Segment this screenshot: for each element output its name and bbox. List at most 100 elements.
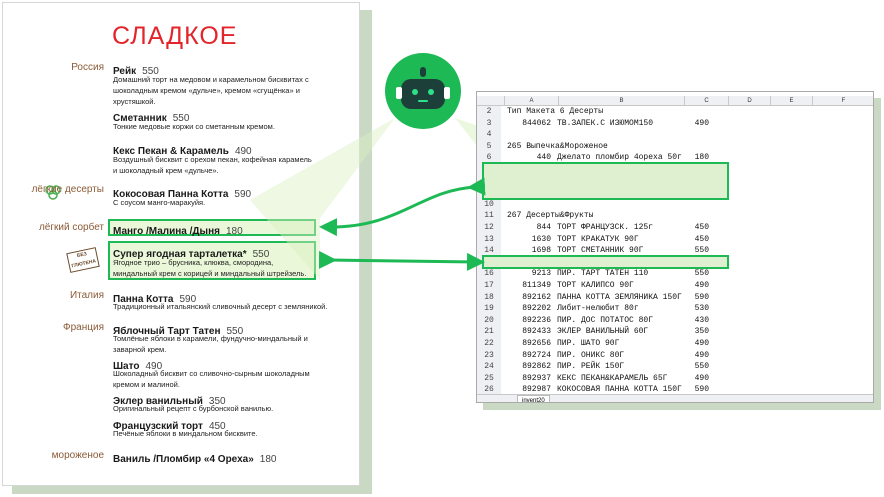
cell-a[interactable]: 9213: [531, 269, 551, 279]
cell-c[interactable]: 490: [694, 350, 709, 360]
cell-b[interactable]: ТОРТ ФРАНЦУЗСК. 125г: [557, 223, 654, 232]
table-row[interactable]: 4: [477, 129, 873, 142]
col-header-d[interactable]: D: [729, 96, 771, 106]
cell-a[interactable]: 440: [536, 153, 551, 163]
cell-c[interactable]: 180: [694, 153, 709, 163]
cell-c[interactable]: 350: [694, 327, 709, 337]
cell-c[interactable]: 490: [694, 373, 709, 383]
cell-b[interactable]: ПИР. ОНИКС 80Г: [557, 350, 625, 360]
cell-b[interactable]: Джелато пломбир 4ореха 50г: [557, 153, 682, 163]
cell-a[interactable]: 892724: [522, 350, 551, 360]
cell-a[interactable]: Тип Макета 6 Десерты: [507, 107, 604, 116]
cell-b[interactable]: КОКОСОВАЯ ПАННА КОТТА 150Г: [557, 385, 682, 395]
cell-a[interactable]: 267 Десерты&Фрукты: [507, 211, 594, 221]
cell-a[interactable]: 1698: [531, 246, 551, 256]
cell-c[interactable]: 590: [694, 292, 709, 302]
cell-a[interactable]: 892202: [522, 304, 551, 314]
cell-a[interactable]: 844062: [522, 118, 551, 128]
cell-c[interactable]: 550: [694, 269, 709, 279]
cell-a[interactable]: 892987: [522, 385, 551, 395]
cell-a[interactable]: 892433: [522, 327, 551, 337]
table-row[interactable]: 21 892433 ЭКЛЕР ВАНИЛЬНЫЙ 60Г 350: [477, 326, 873, 339]
cell-b[interactable]: ТОРТ КРАКАТУК 90Г: [557, 234, 639, 244]
cell-c[interactable]: 490: [694, 281, 709, 290]
row-number: 4: [477, 129, 501, 142]
cell-c[interactable]: 490: [694, 118, 709, 128]
sheet-tab[interactable]: invent20: [517, 395, 550, 402]
cell-a[interactable]: 1630: [531, 234, 551, 244]
cell-a[interactable]: 892162: [522, 292, 551, 302]
dish-vanilla: Ваниль /Пломбир «4 Ореха»180: [113, 454, 277, 465]
dish-panna-cotta-desc: Традиционный итальянский сливочный десер…: [113, 302, 328, 311]
cell-a[interactable]: 844: [536, 223, 551, 232]
cell-c[interactable]: 430: [694, 315, 709, 325]
row-number: 5: [477, 140, 501, 153]
col-header-b[interactable]: B: [559, 96, 685, 106]
corner-cell: [477, 96, 505, 106]
cell-b[interactable]: ПИР. ДОС ПОТАТОС 80Г: [557, 315, 654, 325]
cell-a[interactable]: 892937: [522, 373, 551, 383]
col-header-f[interactable]: F: [813, 96, 873, 106]
cell-b[interactable]: КЕКС ПЕКАН&КАРАМЕЛЬ 65Г: [557, 373, 668, 383]
col-header-c[interactable]: C: [685, 96, 729, 106]
dish-coconut-panna-desc: С соусом манго-маракуйя.: [113, 198, 206, 207]
dish-tarte-tatin-desc: Томлёные яблоки в карамели, фундучно-мин…: [113, 334, 308, 354]
robot-icon: [385, 53, 461, 129]
row-number: 18: [477, 291, 501, 304]
cell-a[interactable]: 892862: [522, 362, 551, 372]
category-france: Франция: [63, 322, 104, 333]
table-row[interactable]: 5 265 Выпечка&Мороженое: [477, 140, 873, 153]
cell-b[interactable]: ПАННА КОТТА ЗЕМЛЯНИКА 150Г: [557, 292, 682, 302]
table-row[interactable]: 18 892162 ПАННА КОТТА ЗЕМЛЯНИКА 150Г 590: [477, 291, 873, 304]
arrow-tart: [318, 250, 485, 271]
cell-a[interactable]: 811349: [522, 281, 551, 290]
cell-b[interactable]: ЭКЛЕР ВАНИЛЬНЫЙ 60Г: [557, 327, 649, 337]
cell-b[interactable]: ТОРТ СМЕТАННИК 90Г: [557, 246, 644, 256]
dish-keks-desc: Воздушный бисквит с орехом пекан, кофейн…: [113, 155, 312, 175]
cell-a[interactable]: 265 Выпечка&Мороженое: [507, 141, 608, 151]
row-number: 19: [477, 303, 501, 316]
menu-title: СЛАДКОЕ: [112, 22, 238, 50]
category-light-desserts: лёгкие десерты: [31, 184, 104, 195]
cell-b[interactable]: ТВ.ЗАПЕК.С ИЗЮМОМ150: [557, 118, 654, 128]
cell-b[interactable]: ПИР. ТАРТ ТАТЕН 110: [557, 269, 649, 279]
row-number: 21: [477, 326, 501, 339]
cell-a[interactable]: 892236: [522, 315, 551, 325]
category-light-sorbet: лёгкий сорбет: [38, 222, 104, 233]
col-header-e[interactable]: E: [771, 96, 813, 106]
col-header-a[interactable]: A: [505, 96, 559, 106]
leaf-icon: [45, 185, 61, 200]
cell-c[interactable]: 590: [694, 385, 709, 395]
cell-c[interactable]: 450: [694, 223, 709, 232]
table-row[interactable]: 19 892202 Либит-нелюбит 80г 530: [477, 303, 873, 316]
cell-b[interactable]: ПИР. ШАТО 90Г: [557, 339, 620, 348]
cell-b[interactable]: Либит-нелюбит 80г: [557, 304, 639, 314]
sheet-tab-bar: invent20: [477, 394, 873, 402]
dish-tart-desc: Ягодное трио – брусника, клюква, смороди…: [113, 258, 307, 278]
arrow-sorbet: [319, 177, 486, 237]
cell-c[interactable]: 450: [694, 234, 709, 244]
dish-french-cake-desc: Печёные яблоки в миндальном бисквите.: [113, 429, 258, 438]
cell-c[interactable]: 550: [694, 246, 709, 256]
cell-b[interactable]: ТОРТ КАЛИПСО 90Г: [557, 281, 634, 290]
cell-b[interactable]: ПИР. РЕЙК 150Г: [557, 362, 625, 372]
cell-c[interactable]: 490: [694, 339, 709, 348]
cell-c[interactable]: 550: [694, 362, 709, 372]
cell-a[interactable]: 892656: [522, 339, 551, 348]
cell-c[interactable]: 530: [694, 304, 709, 314]
